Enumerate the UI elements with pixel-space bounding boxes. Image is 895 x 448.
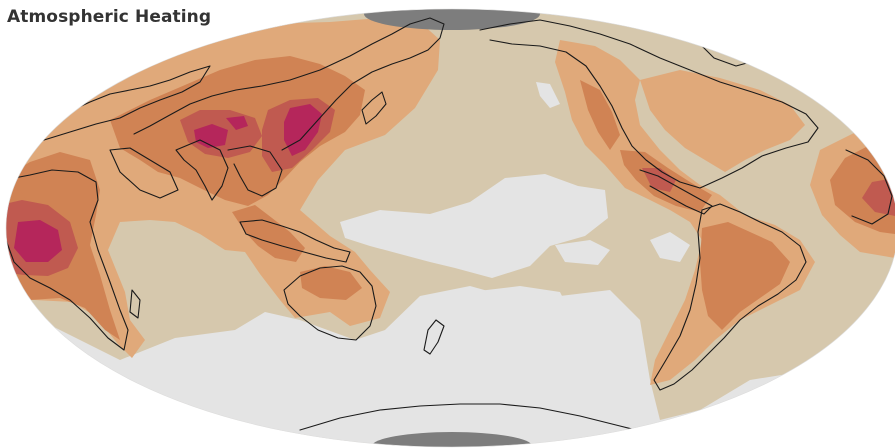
- coastline-indonesia: [239, 219, 351, 263]
- extreme-heating-west-asia: [226, 116, 248, 130]
- coastline-japan: [361, 91, 387, 125]
- coastline-europe: [19, 65, 211, 149]
- high-heating-south-america: [700, 222, 790, 330]
- no-heating-patch-3: [650, 232, 690, 262]
- coastline-antarctica: [299, 403, 661, 437]
- coastline-south-america: [653, 203, 807, 391]
- map-title: Atmospheric Heating: [7, 7, 212, 27]
- no-heating-pacific: [340, 174, 608, 278]
- south-pole-cap: [372, 432, 532, 447]
- coastline-madagascar: [129, 289, 141, 319]
- high-heating-australia: [300, 266, 362, 300]
- coastline-west-africa-edge: [845, 149, 893, 225]
- coastline-arabia: [109, 147, 179, 199]
- very-high-heating-atlantic: [862, 178, 895, 216]
- no-heating-patch-5: [536, 82, 560, 108]
- coastlines: [6, 17, 893, 437]
- coastline-east-asia: [133, 17, 445, 151]
- no-heating-southern-ocean: [6, 286, 895, 447]
- coastline-southeast-asia: [227, 145, 283, 197]
- coastline-new-zealand: [423, 319, 445, 355]
- coastline-india: [175, 139, 229, 201]
- no-heating-patch-1: [470, 286, 570, 328]
- no-heating-patch-2: [555, 240, 610, 265]
- coastline-central-america: [639, 169, 713, 215]
- coastline-africa: [6, 169, 129, 351]
- extreme-heating-india: [194, 124, 228, 148]
- coastline-north-america: [479, 19, 819, 189]
- coastline-australia: [283, 265, 377, 341]
- north-pole-cap: [364, 9, 540, 30]
- high-heating-north-america: [580, 80, 620, 150]
- globe-outline: [5, 8, 895, 448]
- extreme-heating-africa: [14, 220, 62, 262]
